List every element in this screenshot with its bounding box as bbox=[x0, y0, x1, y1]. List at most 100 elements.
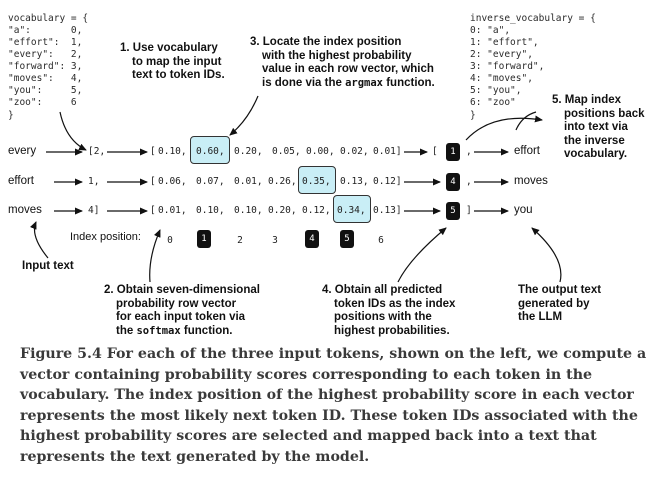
note-3-line: with the highest probability bbox=[262, 49, 412, 62]
output-text-line: the LLM bbox=[518, 311, 563, 323]
input-token: every bbox=[8, 145, 37, 157]
output-token: effort bbox=[514, 145, 540, 157]
index-badge: 1 bbox=[197, 230, 211, 248]
prob-value: 0.12] bbox=[373, 176, 402, 187]
token-id: [2, bbox=[88, 146, 106, 157]
note-4: 4. Obtain all predicted token IDs as the… bbox=[322, 284, 455, 338]
note-3-line: is done via the argmax function. bbox=[250, 77, 435, 91]
inverse-vocabulary-line: 2: "every", bbox=[470, 49, 533, 60]
prob-value: 0.10, bbox=[234, 205, 263, 216]
prob-value: 0.35, bbox=[302, 176, 331, 187]
prob-value: 0.01] bbox=[373, 146, 402, 157]
inverse-vocabulary-line: 5: "you", bbox=[470, 85, 522, 96]
prob-value: 0.12, bbox=[302, 205, 331, 216]
index-value: 3 bbox=[272, 235, 278, 246]
note5-curve-a bbox=[465, 115, 543, 141]
vector-bracket: [ bbox=[150, 146, 156, 157]
input-token: moves bbox=[8, 204, 42, 216]
prob-value: 0.26, bbox=[268, 176, 297, 187]
token-id: 1, bbox=[88, 176, 100, 187]
figure-caption: Figure 5.4 For each of the three input t… bbox=[20, 346, 647, 465]
max-prob-highlight bbox=[298, 166, 336, 194]
index-position-label: Index position: bbox=[70, 231, 141, 243]
vocabulary-line: "you": 5, bbox=[8, 85, 83, 96]
prob-value: 0.13] bbox=[373, 205, 402, 216]
input-token: effort bbox=[8, 175, 34, 187]
max-prob-highlight bbox=[190, 136, 230, 164]
inverse-vocabulary-line: 1: "effort", bbox=[470, 37, 539, 48]
token-id: 4] bbox=[88, 205, 100, 216]
note-2: 2. Obtain seven-dimensional probability … bbox=[104, 284, 260, 338]
prob-value: 0.60, bbox=[196, 146, 225, 157]
pred-separator: , bbox=[466, 146, 472, 157]
note-2-line: 2. Obtain seven-dimensional bbox=[104, 284, 260, 296]
note-input-text: Input text bbox=[22, 260, 74, 272]
note-5-line: 5. Map index bbox=[552, 94, 622, 106]
note-4-line: positions with the bbox=[334, 311, 432, 323]
note4-curve bbox=[397, 227, 447, 283]
note-5-line: the inverse bbox=[564, 134, 625, 147]
note-4-line: token IDs as the index bbox=[334, 297, 456, 310]
prob-value: 0.06, bbox=[158, 176, 187, 187]
note-3-line: 3. Locate the index position bbox=[250, 36, 402, 48]
note-2-line: the softmax function. bbox=[104, 325, 260, 339]
index-value: 0 bbox=[167, 235, 173, 246]
inverse-vocabulary-header: inverse_vocabulary = { bbox=[470, 13, 596, 24]
note-output-text: The output text generated by the LLM bbox=[518, 284, 601, 325]
vocabulary-line: "a": 0, bbox=[8, 25, 83, 36]
note5-curve-b bbox=[515, 111, 537, 131]
note-1-line: to map the input bbox=[132, 55, 222, 68]
prob-value: 0.20, bbox=[268, 205, 297, 216]
vocabulary-footer: } bbox=[8, 110, 14, 121]
prob-value: 0.13, bbox=[340, 176, 369, 187]
inverse-vocabulary-line: 4: "moves", bbox=[470, 73, 533, 84]
index-value: 2 bbox=[237, 235, 243, 246]
note-2-line: for each input token via bbox=[116, 311, 246, 323]
output-text-line: The output text bbox=[518, 284, 602, 296]
index-value: 6 bbox=[378, 235, 384, 246]
output-text-curve bbox=[531, 227, 562, 283]
note-5: 5. Map index positions back into text vi… bbox=[552, 94, 645, 162]
output-token: you bbox=[514, 204, 533, 216]
prob-value: 0.02, bbox=[340, 146, 369, 157]
vector-bracket: [ bbox=[150, 176, 156, 187]
note-2-text: function. bbox=[180, 324, 233, 337]
vocabulary-header: vocabulary = { bbox=[8, 13, 89, 24]
prob-value: 0.20, bbox=[234, 146, 263, 157]
note-3-text: function. bbox=[383, 76, 435, 89]
note-3-text: is done via the bbox=[262, 76, 346, 89]
note-3: 3. Locate the index position with the hi… bbox=[250, 36, 435, 90]
predicted-id-badge: 4 bbox=[446, 173, 460, 191]
max-prob-highlight bbox=[333, 195, 371, 223]
input-text-curve bbox=[30, 221, 49, 259]
prob-value: 0.01, bbox=[158, 205, 187, 216]
index-badge: 4 bbox=[305, 230, 319, 248]
prob-value: 0.10, bbox=[158, 146, 187, 157]
note-2-line: probability row vector bbox=[116, 297, 237, 310]
prob-value: 0.10, bbox=[196, 205, 225, 216]
note-5-line: vocabulary. bbox=[564, 148, 628, 160]
vocabulary-line: "forward": 3, bbox=[8, 61, 83, 72]
argmax-code: argmax bbox=[345, 76, 384, 89]
output-token: moves bbox=[514, 175, 548, 187]
note-5-line: into text via bbox=[564, 121, 628, 133]
output-text-line: generated by bbox=[518, 297, 590, 310]
note-3-line: value in each row vector, which bbox=[262, 63, 434, 75]
prob-value: 0.05, bbox=[272, 146, 301, 157]
vocabulary-line: "effort": 1, bbox=[8, 37, 83, 48]
note-5-line: positions back bbox=[564, 107, 645, 120]
vector-bracket: [ bbox=[150, 205, 156, 216]
prob-value: 0.00, bbox=[306, 146, 335, 157]
note1-curve bbox=[59, 111, 87, 151]
vocabulary-line: "zoo": 6 bbox=[8, 97, 77, 108]
predicted-id-badge: 5 bbox=[446, 202, 460, 220]
prob-value: 0.01, bbox=[234, 176, 263, 187]
vocabulary-line: "every": 2, bbox=[8, 49, 83, 60]
note-1-line: 1. Use vocabulary bbox=[120, 42, 218, 54]
softmax-code: softmax bbox=[136, 324, 181, 337]
vocabulary-line: "moves": 4, bbox=[8, 73, 83, 84]
pred-separator: ] bbox=[466, 205, 472, 216]
note3-curve bbox=[229, 95, 259, 136]
predicted-id-badge: 1 bbox=[446, 143, 460, 161]
inverse-vocabulary-line: 0: "a", bbox=[470, 25, 511, 36]
